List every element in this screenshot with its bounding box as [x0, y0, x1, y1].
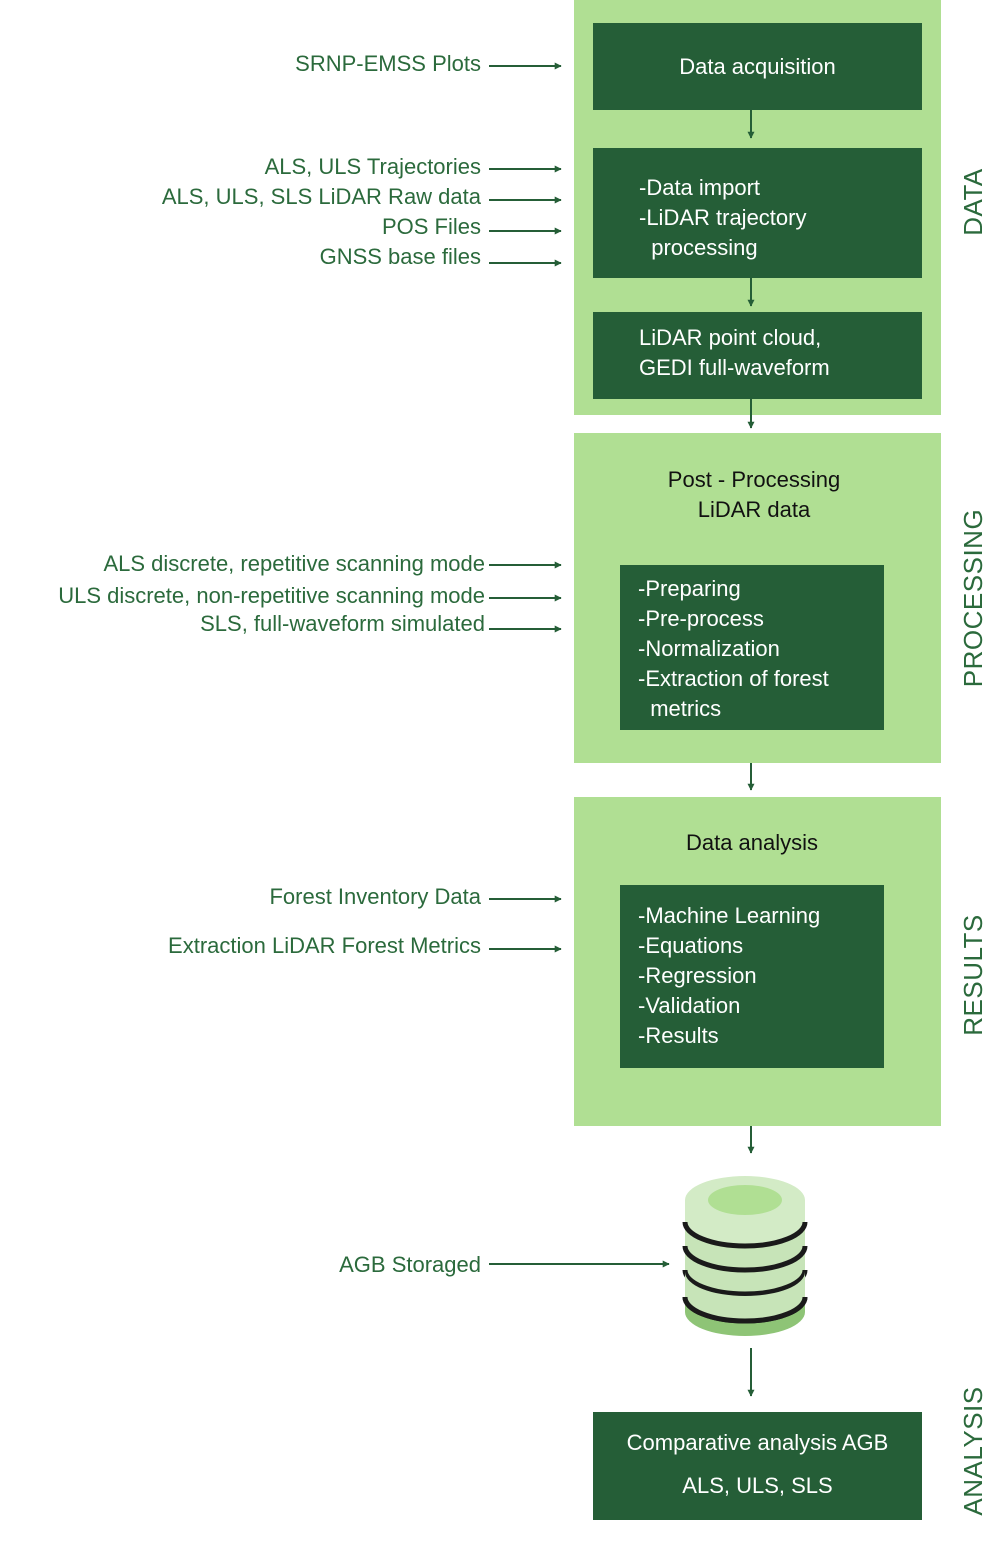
results-heading: Data analysis [685, 830, 819, 855]
import-step: processing [639, 235, 758, 260]
input-trajectories: ALS, ULS Trajectories [264, 154, 481, 179]
import-step: -Data import [639, 175, 761, 200]
processing-heading: Post - Processing LiDAR data [574, 465, 934, 525]
import-step: -LiDAR trajectory [639, 205, 807, 230]
input-als-mode: ALS discrete, repetitive scanning mode [103, 551, 485, 576]
data-acquisition-label: Data acquisition [679, 54, 836, 79]
processing-heading-line: Post - Processing [667, 467, 841, 492]
point-cloud-line: LiDAR point cloud, [639, 325, 822, 350]
processing-step: -Preparing [638, 576, 741, 601]
point-cloud-line: GEDI full-waveform [639, 355, 830, 380]
input-agb-storaged: AGB Storaged [339, 1252, 481, 1277]
analysis-subtitle: ALS, ULS, SLS [682, 1473, 833, 1498]
processing-step: metrics [638, 696, 722, 721]
results-step: -Equations [638, 933, 744, 958]
comparative-analysis-box: Comparative analysis AGB ALS, ULS, SLS [593, 1412, 922, 1520]
results-steps-box: -Machine Learning -Equations -Regression… [620, 885, 884, 1068]
input-lidar-metrics: Extraction LiDAR Forest Metrics [168, 933, 481, 958]
analysis-title: Comparative analysis AGB [626, 1430, 889, 1455]
input-raw-data: ALS, ULS, SLS LiDAR Raw data [161, 184, 481, 209]
database-icon [682, 1176, 808, 1336]
processing-steps-box: -Preparing -Pre-process -Normalization -… [620, 565, 884, 730]
results-step: -Results [638, 1023, 719, 1048]
processing-step: -Pre-process [638, 606, 764, 631]
results-step: -Regression [638, 963, 757, 988]
processing-step: -Extraction of forest [638, 666, 829, 691]
processing-step: -Normalization [638, 636, 780, 661]
input-pos-files: POS Files [381, 214, 481, 239]
processing-heading-line: LiDAR data [697, 497, 811, 522]
point-cloud-box: LiDAR point cloud, GEDI full-waveform [593, 312, 922, 399]
input-gnss-files: GNSS base files [319, 244, 481, 269]
input-srnp-plots: SRNP-EMSS Plots [295, 51, 481, 76]
input-forest-inventory: Forest Inventory Data [269, 884, 481, 909]
results-step: -Machine Learning [638, 903, 821, 928]
input-sls-mode: SLS, full-waveform simulated [200, 611, 485, 636]
data-acquisition-box: Data acquisition [593, 23, 922, 110]
data-import-box: -Data import -LiDAR trajectory processin… [593, 148, 922, 278]
results-step: -Validation [638, 993, 741, 1018]
input-uls-mode: ULS discrete, non-repetitive scanning mo… [58, 583, 485, 608]
